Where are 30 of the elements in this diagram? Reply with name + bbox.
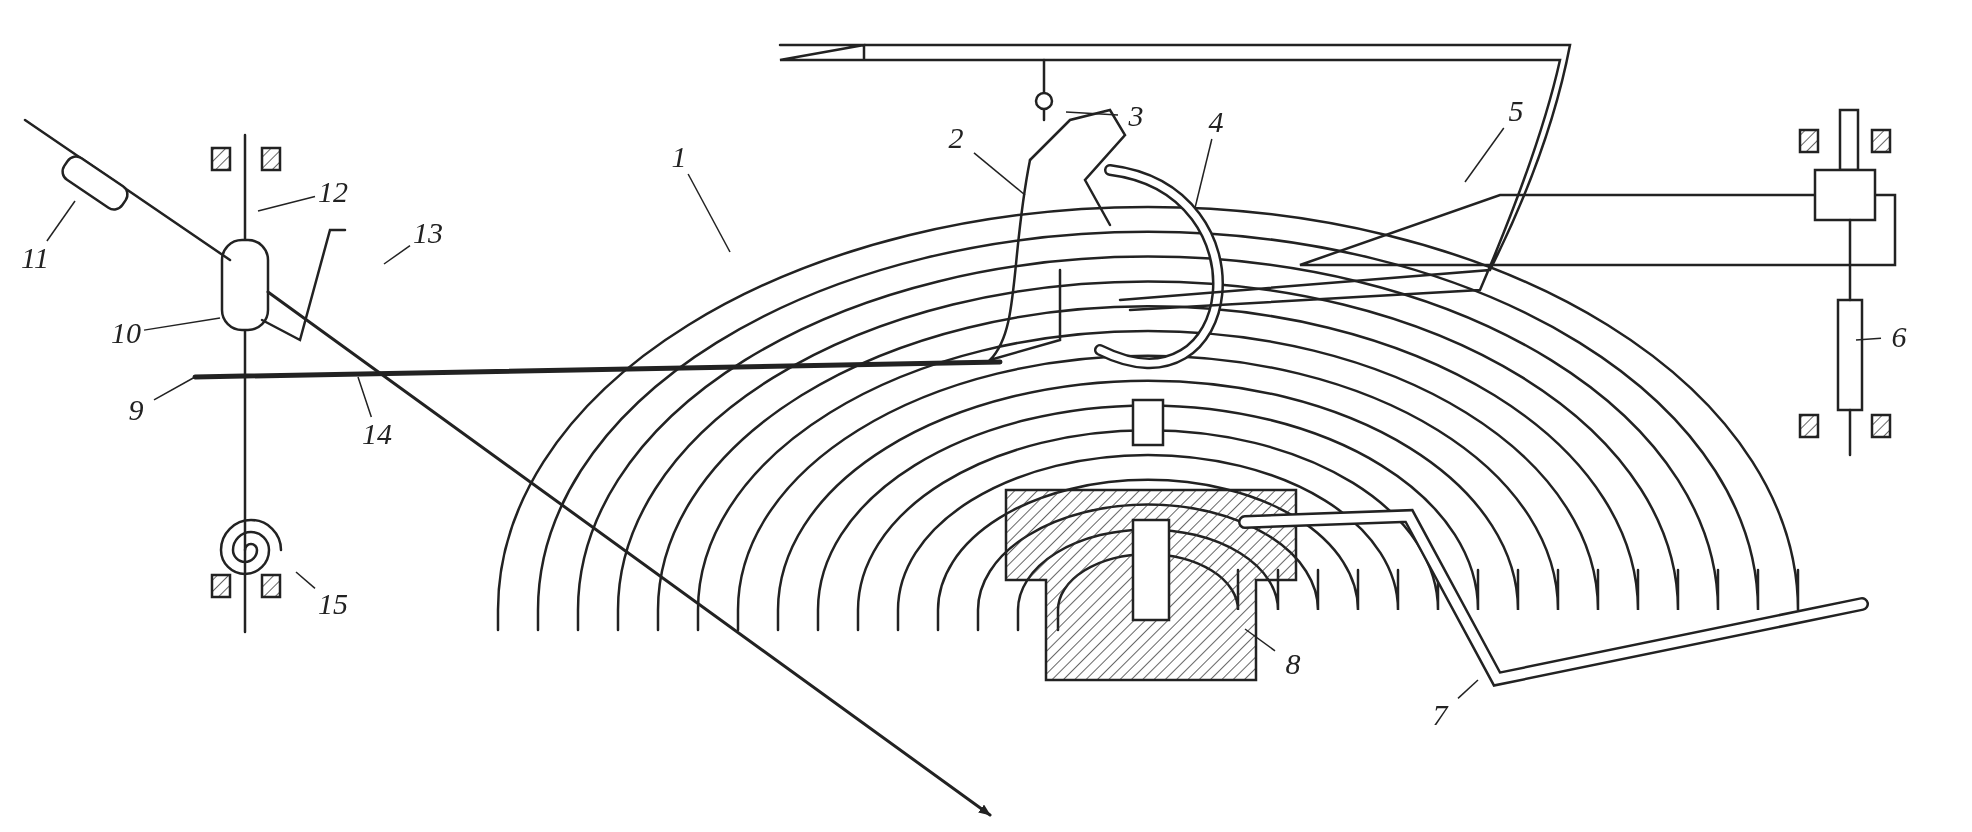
callout-number: 1 [661, 140, 697, 174]
leader-line [1457, 679, 1479, 700]
callout-number: 4 [1198, 105, 1234, 139]
callout-number: 14 [359, 417, 395, 451]
leader-line [257, 195, 316, 212]
leader-line [357, 376, 373, 418]
callout-number: 11 [17, 241, 53, 275]
leader-line [1464, 127, 1505, 183]
leader-line [1244, 628, 1276, 652]
leader-line [1194, 138, 1213, 209]
callout-number: 9 [118, 393, 154, 427]
leader-line [153, 376, 196, 401]
leader-line [383, 244, 411, 265]
callout-number: 15 [315, 587, 351, 621]
callout-number: 3 [1118, 99, 1154, 133]
callout-number: 13 [410, 216, 446, 250]
callout-number: 2 [938, 121, 974, 155]
callout-number: 7 [1422, 698, 1458, 732]
callout-number: 10 [108, 316, 144, 350]
leader-line [143, 317, 221, 331]
callout-number: 6 [1881, 320, 1917, 354]
leader-line [46, 200, 76, 242]
callout-number: 5 [1498, 94, 1534, 128]
leader-line [295, 571, 316, 590]
leader-line [973, 152, 1026, 196]
callout-number: 12 [315, 175, 351, 209]
callout-number: 8 [1275, 647, 1311, 681]
leader-line [1855, 337, 1882, 341]
leader-line [687, 173, 731, 253]
leader-line [1065, 111, 1119, 116]
